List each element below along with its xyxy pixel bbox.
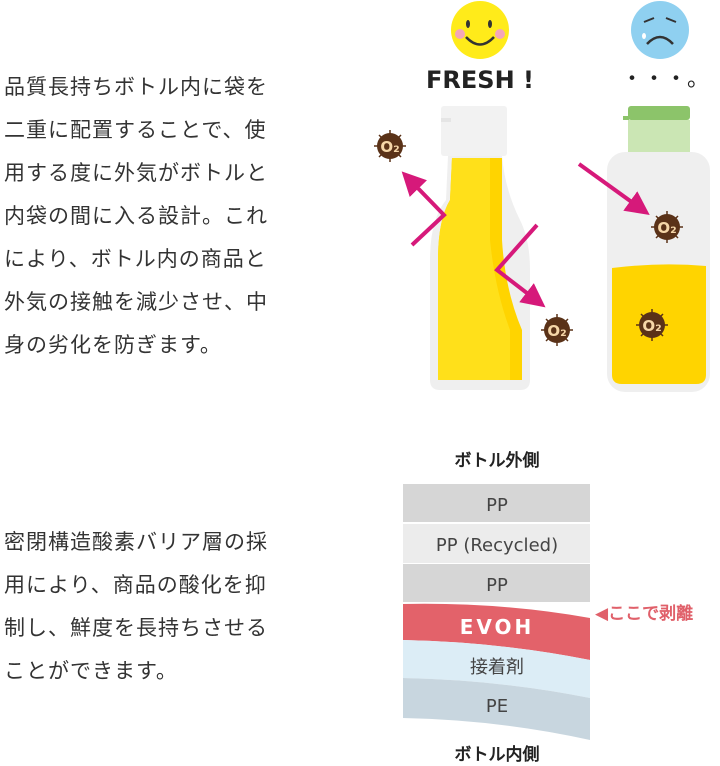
oxygen-icon: O₂ (635, 308, 669, 342)
text-line: 内袋の間に入る設計。これ (4, 204, 268, 228)
layer-evoh (403, 603, 590, 660)
oxygen-icon: O₂ (650, 210, 684, 244)
svg-text:O₂: O₂ (657, 219, 676, 237)
svg-text:O₂: O₂ (547, 322, 566, 340)
oxygen-icon: O₂ (373, 129, 407, 163)
layer-label: EVOH (460, 615, 535, 639)
outer-side-label: ボトル外側 (455, 450, 540, 471)
layer-label: 接着剤 (470, 657, 524, 678)
sad-face-icon (631, 1, 689, 59)
text-line: 身の劣化を防ぎます。 (4, 333, 222, 357)
layer-label: PP (Recycled) (436, 535, 558, 556)
layer-label: PE (486, 696, 508, 717)
inner-side-label: ボトル内側 (455, 744, 540, 765)
sad-label: ・・・。 (621, 67, 709, 92)
peel-point-label: ◀ここで剥離 (595, 603, 693, 624)
layer-diagram (403, 484, 590, 740)
fresh-bottle (401, 106, 546, 390)
layer-pe (403, 678, 590, 740)
layer-pp-inner (403, 564, 590, 602)
text-line: 制し、鮮度を長持ちさせる (4, 616, 268, 640)
oxygen-icon: O₂ (540, 313, 574, 347)
text-line: により、ボトル内の商品と (4, 247, 267, 271)
text-line: 用する度に外気がボトルと (4, 161, 268, 185)
ordinary-bottle (577, 106, 710, 392)
layer-label: PP (486, 575, 508, 596)
text-line: ことができます。 (4, 659, 178, 683)
fresh-label: FRESH ! (426, 66, 534, 94)
text-line: 品質長持ちボトル内に袋を (4, 75, 268, 99)
layer-pp-outer (403, 484, 590, 522)
text-line: 外気の接触を減少させ、中 (4, 290, 268, 314)
description-freshness: 品質長持ちボトル内に袋を 二重に配置することで、使 用する度に外気がボトルと 内… (4, 66, 304, 367)
svg-text:O₂: O₂ (642, 317, 661, 335)
text-line: 用により、商品の酸化を抑 (4, 573, 267, 597)
layer-pp-recycled (403, 524, 590, 563)
text-line: 密閉構造酸素バリア層の採 (4, 530, 268, 554)
description-barrier: 密閉構造酸素バリア層の採 用により、商品の酸化を抑 制し、鮮度を長持ちさせる こ… (4, 521, 304, 693)
happy-face-icon (451, 1, 509, 59)
layer-adhesive (403, 640, 590, 698)
layer-label: PP (486, 495, 508, 516)
text-line: 二重に配置することで、使 (4, 118, 267, 142)
svg-text:O₂: O₂ (380, 138, 399, 156)
